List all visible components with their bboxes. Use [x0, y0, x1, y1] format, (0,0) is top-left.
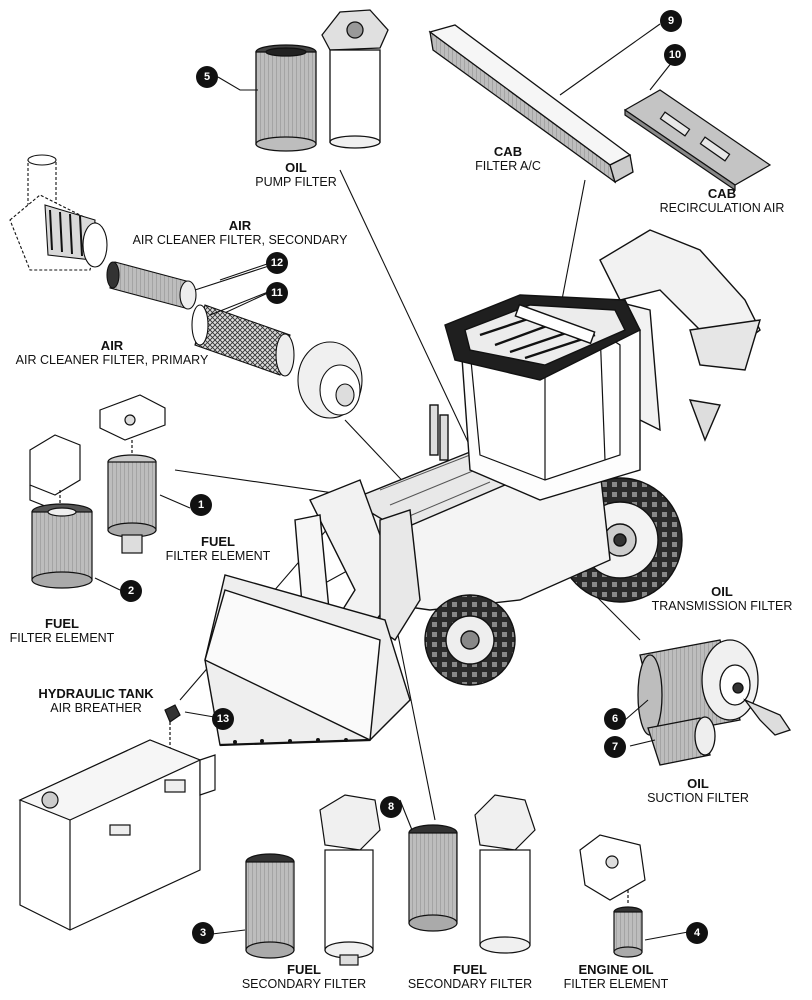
- label-category: HYDRAULIC TANK: [38, 686, 154, 701]
- label-fuel-secondary-filter-3: FUEL SECONDARY FILTER: [242, 962, 366, 992]
- label-description: AIR CLEANER FILTER, PRIMARY: [15, 353, 209, 367]
- callout-7-number: 7: [611, 741, 619, 753]
- label-category: OIL: [687, 776, 709, 791]
- callout-1-number: 1: [197, 499, 205, 511]
- label-air-cleaner-primary: AIR AIR CLEANER FILTER, PRIMARY: [16, 338, 209, 368]
- callout-6: 6: [604, 708, 626, 730]
- label-description: AIR BREATHER: [50, 701, 142, 715]
- oil-transmission-filter-illustration: [637, 639, 792, 766]
- callout-pointers: [94, 23, 689, 941]
- callout-13-number: 13: [216, 713, 230, 725]
- label-description: FILTER ELEMENT: [563, 977, 669, 991]
- callout-5-number: 5: [203, 71, 211, 83]
- label-description: SECONDARY FILTER: [241, 977, 367, 991]
- callout-10: 10: [664, 44, 686, 66]
- label-category: OIL: [711, 584, 733, 599]
- label-cab-recirculation-air: CAB RECIRCULATION AIR: [660, 186, 785, 216]
- label-oil-pump-filter: OIL PUMP FILTER: [255, 160, 337, 190]
- label-category: OIL: [285, 160, 307, 175]
- label-cab-filter-ac: CAB FILTER A/C: [475, 144, 541, 174]
- fuel-secondary-filter-illustration: [245, 794, 536, 966]
- callout-4: 4: [686, 922, 708, 944]
- callout-4-number: 4: [693, 927, 701, 939]
- callout-11: 11: [266, 282, 288, 304]
- label-oil-suction-filter: OIL SUCTION FILTER: [647, 776, 749, 806]
- callout-1: 1: [190, 494, 212, 516]
- air-cleaner-illustration: [9, 154, 363, 419]
- callout-12-number: 12: [270, 257, 284, 269]
- callout-10-number: 10: [668, 49, 682, 61]
- cab-ac-filter-illustration: [428, 24, 634, 184]
- label-oil-transmission-filter: OIL TRANSMISSION FILTER: [652, 584, 793, 614]
- label-engine-oil-filter-element: ENGINE OIL FILTER ELEMENT: [564, 962, 669, 992]
- label-air-cleaner-secondary: AIR AIR CLEANER FILTER, SECONDARY: [133, 218, 348, 248]
- callout-13: 13: [212, 708, 234, 730]
- callout-2: 2: [120, 580, 142, 602]
- hydraulic-tank-illustration: [18, 704, 216, 931]
- label-category: FUEL: [201, 534, 235, 549]
- label-category: AIR: [228, 218, 252, 233]
- backhoe-loader-illustration: [204, 229, 761, 747]
- fuel-filter-element-illustration: [29, 394, 166, 589]
- label-description: FILTER ELEMENT: [9, 631, 115, 645]
- callout-8-number: 8: [387, 801, 395, 813]
- callout-5: 5: [196, 66, 218, 88]
- callout-3-number: 3: [199, 927, 207, 939]
- label-category: FUEL: [45, 616, 79, 631]
- label-hydraulic-tank-air-breather: HYDRAULIC TANK AIR BREATHER: [38, 686, 153, 716]
- label-category: FUEL: [453, 962, 487, 977]
- label-description: FILTER ELEMENT: [165, 549, 271, 563]
- label-description: AIR CLEANER FILTER, SECONDARY: [132, 233, 348, 247]
- callout-3: 3: [192, 922, 214, 944]
- callout-12: 12: [266, 252, 288, 274]
- label-category: CAB: [493, 144, 523, 159]
- label-description: PUMP FILTER: [255, 175, 337, 189]
- cab-recirculation-filter-illustration: [623, 89, 772, 192]
- callout-9-number: 9: [667, 15, 675, 27]
- label-fuel-filter-element-2: FUEL FILTER ELEMENT: [10, 616, 115, 646]
- label-description: SUCTION FILTER: [647, 791, 749, 805]
- engine-oil-filter-illustration: [579, 834, 646, 958]
- callout-6-number: 6: [611, 713, 619, 725]
- oil-pump-filter-illustration: [255, 9, 389, 152]
- label-description: RECIRCULATION AIR: [659, 201, 785, 215]
- label-fuel-filter-element-1: FUEL FILTER ELEMENT: [166, 534, 271, 564]
- label-category: ENGINE OIL: [578, 962, 654, 977]
- callout-11-number: 11: [271, 287, 283, 299]
- label-description: SECONDARY FILTER: [407, 977, 533, 991]
- label-fuel-secondary-filter-8: FUEL SECONDARY FILTER: [408, 962, 532, 992]
- callout-9: 9: [660, 10, 682, 32]
- callout-2-number: 2: [127, 585, 135, 597]
- label-category: CAB: [707, 186, 737, 201]
- callout-7: 7: [604, 736, 626, 758]
- callout-8: 8: [380, 796, 402, 818]
- label-description: FILTER A/C: [475, 159, 541, 173]
- label-category: FUEL: [287, 962, 321, 977]
- label-category: AIR: [100, 338, 124, 353]
- label-description: TRANSMISSION FILTER: [651, 599, 793, 613]
